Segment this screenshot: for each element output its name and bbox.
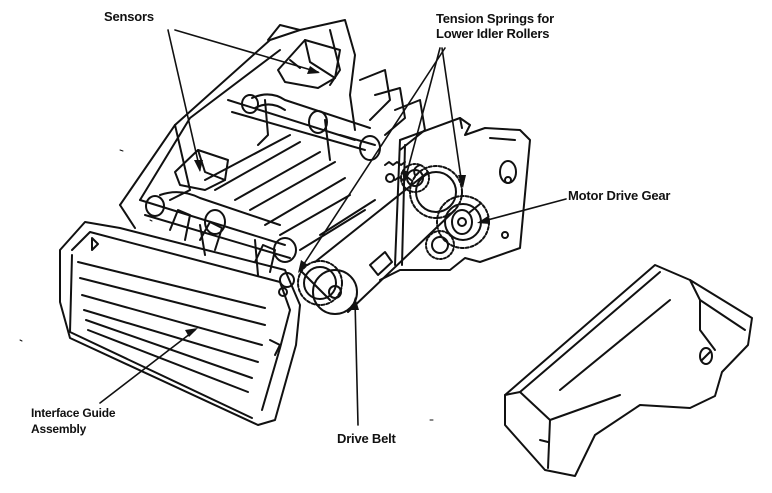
label-sensors: Sensors bbox=[104, 9, 154, 24]
label-interface-line2: Assembly bbox=[31, 422, 87, 436]
upper-roller-assembly bbox=[227, 93, 381, 161]
right-side-plate bbox=[379, 117, 531, 281]
upper-sensor bbox=[277, 39, 341, 89]
scan-specks bbox=[19, 149, 623, 421]
leader-lines bbox=[99, 29, 567, 426]
guide-rails bbox=[204, 69, 426, 301]
label-drive-belt: Drive Belt bbox=[337, 431, 396, 446]
lower-sensor bbox=[174, 149, 229, 191]
leader-arrowheads bbox=[185, 66, 490, 337]
tension-springs bbox=[384, 161, 412, 183]
upper-gear-cluster bbox=[400, 163, 463, 219]
label-tension-line2: Lower Idler Rollers bbox=[436, 26, 550, 41]
middle-gear bbox=[425, 230, 455, 260]
chassis-frame bbox=[119, 19, 356, 229]
label-interface-guide-assembly: Interface Guide Assembly bbox=[31, 405, 116, 437]
lower-idler-gear bbox=[279, 260, 358, 315]
motor-cover-bracket bbox=[504, 264, 753, 477]
interface-guide-assembly bbox=[59, 209, 301, 426]
label-tension-springs: Tension Springs for Lower Idler Rollers bbox=[436, 11, 554, 41]
label-interface-line1: Interface Guide bbox=[31, 406, 116, 420]
drive-belt bbox=[314, 164, 456, 313]
label-tension-line1: Tension Springs for bbox=[436, 11, 555, 26]
label-motor-drive-gear: Motor Drive Gear bbox=[568, 188, 671, 203]
